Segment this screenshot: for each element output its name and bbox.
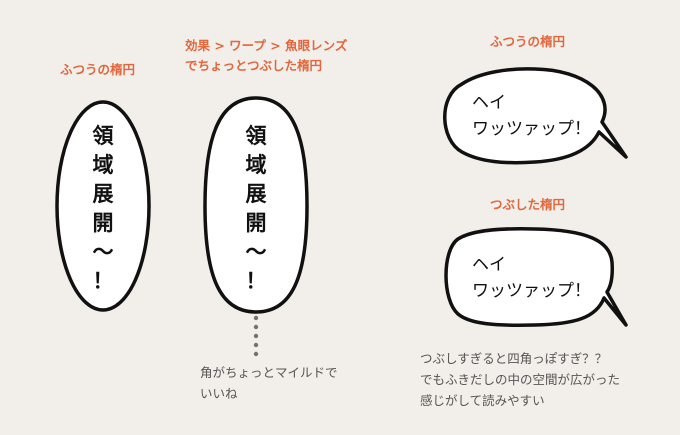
note-squashed-line2: でもふきだしの中の空間が広がった xyxy=(420,372,621,387)
connector-dot xyxy=(253,351,259,357)
normal-oval-char: 開 xyxy=(93,210,114,235)
normal-bubble-line1: ヘイ xyxy=(472,93,506,113)
normal-speech-bubble xyxy=(443,67,628,165)
squashed-bubble-line1: ヘイ xyxy=(472,255,506,275)
normal-oval-char: 域 xyxy=(93,152,114,177)
note-fisheye-line1: 角がちょっとマイルドで xyxy=(200,365,338,380)
connector-dot xyxy=(253,315,259,321)
label-fisheye-oval-line2: でちょっとつぶした楕円 xyxy=(185,58,323,73)
connector-dot xyxy=(253,324,259,330)
normal-oval-char: 領 xyxy=(93,123,115,148)
connector-dot xyxy=(253,342,259,348)
fisheye-oval-char: 開 xyxy=(246,210,267,235)
fisheye-oval-char: ！ xyxy=(246,268,267,293)
fisheye-oval-char: 域 xyxy=(246,152,267,177)
fisheye-oval-char: 展 xyxy=(246,181,267,206)
fisheye-oval-char: ～ xyxy=(246,239,267,264)
squashed-speech-bubble xyxy=(444,227,628,327)
normal-oval-char: ！ xyxy=(93,268,114,293)
connector-dot xyxy=(253,333,259,339)
normal-oval-vertical-text: 領 域 展 開 ～ ！ xyxy=(93,123,115,293)
normal-oval-char: ～ xyxy=(93,239,114,264)
note-squashed-line1: つぶしすぎると四角っぽすぎ？？ xyxy=(420,351,608,366)
note-fisheye-line2: いいね xyxy=(200,386,238,401)
note-squashed-line3: 感じがして読みやすい xyxy=(420,393,545,408)
normal-vertical-oval xyxy=(55,100,151,312)
squashed-bubble-line2: ワッツァップ！ xyxy=(472,281,591,301)
label-squashed-bubble: つぶした楕円 xyxy=(490,197,566,212)
fisheye-oval-char: 領 xyxy=(246,123,268,148)
fisheye-oval-vertical-text: 領 域 展 開 ～ ！ xyxy=(246,123,268,293)
label-normal-bubble: ふつうの楕円 xyxy=(490,34,566,49)
dotted-connector xyxy=(253,315,259,357)
label-normal-oval: ふつうの楕円 xyxy=(60,62,136,77)
normal-bubble-line2: ワッツァップ！ xyxy=(472,119,591,139)
fisheye-vertical-oval xyxy=(203,96,309,314)
normal-oval-char: 展 xyxy=(93,181,114,206)
label-fisheye-oval-line1: 効果 > ワープ > 魚眼レンズ xyxy=(185,38,348,53)
